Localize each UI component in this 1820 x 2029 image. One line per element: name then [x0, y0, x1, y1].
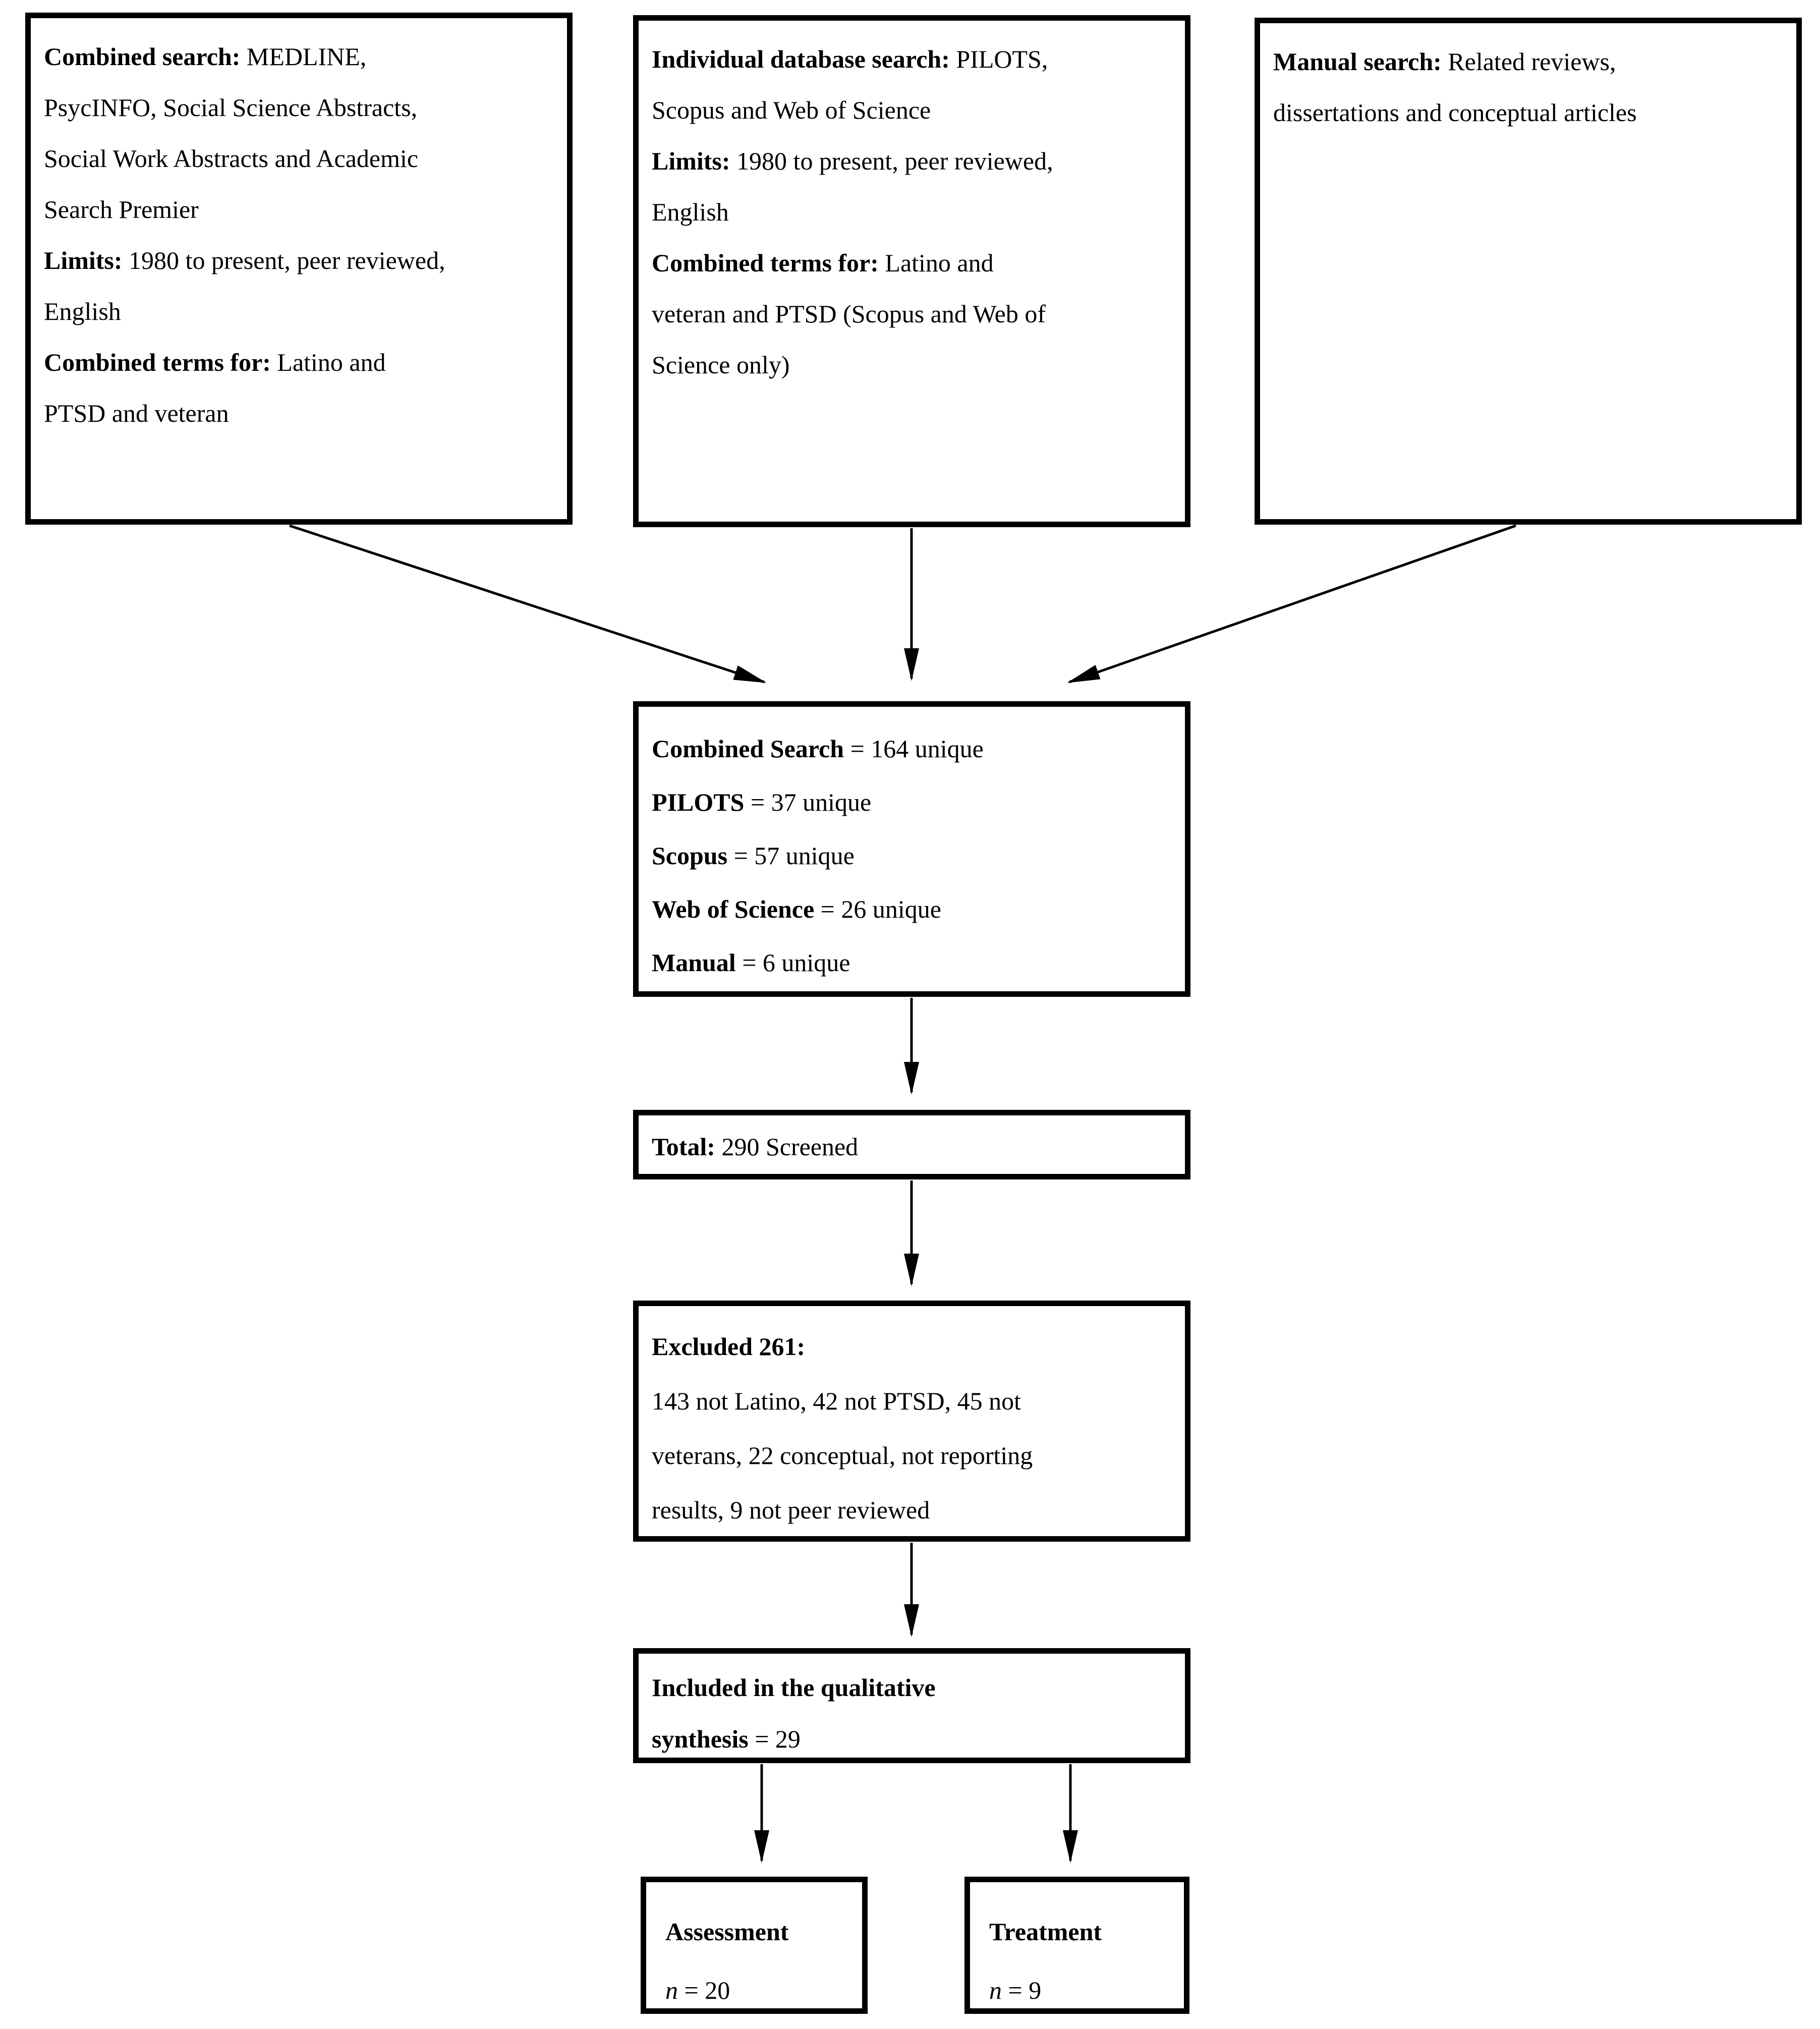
text-line: Included in the qualitative — [652, 1673, 936, 1702]
combined-search-text: Combined search: MEDLINE, PsycINFO, Socia… — [31, 18, 567, 439]
text-line: n = 9 — [989, 1976, 1042, 2004]
treatment-text: Treatment n = 9 — [970, 1882, 1184, 2008]
individual-database-search-text: Individual database search: PILOTS, Scopu… — [639, 21, 1185, 390]
text-line: results, 9 not peer reviewed — [652, 1496, 930, 1524]
manual-search-box: Manual search: Related reviews, dissertat… — [1255, 18, 1802, 525]
included-qualitative-synthesis-box: Included in the qualitative synthesis = 2… — [633, 1648, 1190, 1763]
text-line: PsycINFO, Social Science Abstracts, — [44, 93, 418, 122]
text-line: Combined terms for: Latino and — [652, 249, 994, 277]
text-line: Total: 290 Screened — [652, 1133, 859, 1161]
text-line: Treatment — [989, 1918, 1102, 1946]
text-line: PTSD and veteran — [44, 399, 229, 427]
included-qualitative-synthesis-text: Included in the qualitative synthesis = 2… — [639, 1654, 1185, 1758]
text-line: Scopus and Web of Science — [652, 96, 931, 124]
text-line: Social Work Abstracts and Academic — [44, 144, 419, 173]
total-screened-text: Total: 290 Screened — [639, 1115, 1185, 1174]
treatment-box: Treatment n = 9 — [964, 1877, 1189, 2014]
text-line: Manual search: Related reviews, — [1273, 47, 1616, 76]
text-line: Excluded 261: — [652, 1332, 806, 1361]
arrow-combined-to-results — [289, 524, 767, 684]
text-line: veteran and PTSD (Scopus and Web of — [652, 300, 1046, 328]
text-line: Individual database search: PILOTS, — [652, 45, 1048, 73]
excluded-text: Excluded 261: 143 not Latino, 42 not PTSD… — [639, 1306, 1185, 1536]
text-line: dissertations and conceptual articles — [1273, 98, 1637, 127]
text-line: Combined terms for: Latino and — [44, 348, 386, 376]
assessment-text: Assessment n = 20 — [646, 1882, 862, 2008]
text-line: n = 20 — [665, 1976, 730, 2004]
text-line: Combined Search = 164 unique — [652, 735, 984, 763]
text-line: PILOTS = 37 unique — [652, 788, 872, 816]
text-line: Combined search: MEDLINE, — [44, 42, 367, 71]
text-line: veterans, 22 conceptual, not reporting — [652, 1441, 1033, 1470]
total-screened-box: Total: 290 Screened — [633, 1110, 1190, 1179]
text-line: Limits: 1980 to present, peer reviewed, — [652, 147, 1053, 175]
text-line: Web of Science = 26 unique — [652, 895, 941, 923]
text-line: Search Premier — [44, 195, 199, 223]
text-line: synthesis = 29 — [652, 1725, 801, 1753]
text-line: English — [44, 297, 121, 325]
assessment-box: Assessment n = 20 — [641, 1877, 868, 2014]
text-line: Limits: 1980 to present, peer reviewed, — [44, 246, 445, 274]
text-line: English — [652, 198, 729, 226]
individual-database-search-box: Individual database search: PILOTS, Scopu… — [633, 15, 1190, 527]
arrow-manual-to-results — [1067, 524, 1516, 684]
manual-search-text: Manual search: Related reviews, dissertat… — [1260, 23, 1796, 138]
text-line: Science only) — [652, 351, 790, 379]
text-line: Assessment — [665, 1918, 789, 1946]
text-line: Scopus = 57 unique — [652, 841, 855, 870]
text-line: Manual = 6 unique — [652, 948, 850, 977]
excluded-box: Excluded 261: 143 not Latino, 42 not PTSD… — [633, 1301, 1190, 1542]
combined-search-box: Combined search: MEDLINE, PsycINFO, Socia… — [25, 13, 573, 525]
text-line: 143 not Latino, 42 not PTSD, 45 not — [652, 1387, 1021, 1415]
